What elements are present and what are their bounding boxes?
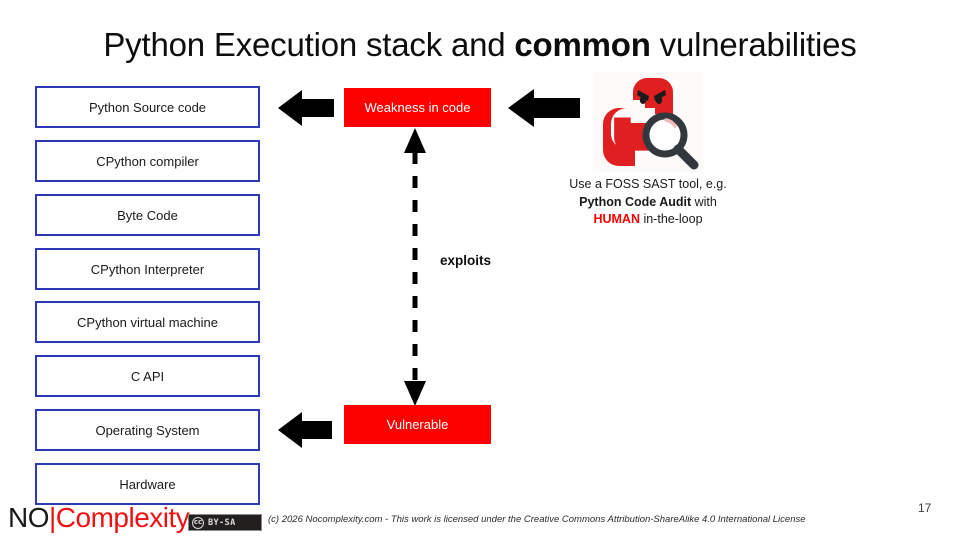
recommendation-human: HUMAN [593,212,640,226]
title-text-leading: Python Execution stack and [103,26,515,63]
stack-box-label: CPython Interpreter [90,261,205,277]
stack-box-label: Python Source code [88,99,207,115]
creative-commons-by-sa-badge: cc BY-SA [188,514,262,531]
recommendation-in-the-loop: in-the-loop [639,212,703,226]
title-text-emphasis: common [514,26,651,63]
recommendation-with: with [691,194,717,209]
vulnerable-box: Vulnerable [344,405,491,444]
stack-box-cpython-interpreter: CPython Interpreter [35,248,260,290]
arrow-left-to-source-code-icon [278,90,334,126]
angry-python-magnifier-icon [593,72,703,172]
cc-license-text: BY-SA [208,517,236,528]
stack-box-cpython-virtual-machine: CPython virtual machine [35,301,260,343]
stack-box-python-source-code: Python Source code [35,86,260,128]
weakness-in-code-label: Weakness in code [364,100,471,115]
title-text-trailing: vulnerabilities [650,26,857,63]
stack-box-label: C API [130,368,165,384]
stack-box-label: Hardware [119,476,176,492]
stack-box-cpython-compiler: CPython compiler [35,140,260,182]
stack-box-label: Byte Code [117,207,178,223]
cc-mark-icon: cc [192,516,204,529]
exploits-label: exploits [440,253,492,268]
sast-recommendation-text: Use a FOSS SAST tool, e.g. Python Code A… [548,176,748,229]
arrow-left-to-operating-system-icon [278,412,332,448]
recommendation-tool-name: Python Code Audit [579,194,692,209]
weakness-in-code-box: Weakness in code [344,88,491,127]
logo-text-no: NO [8,502,50,533]
recommendation-line-1: Use a FOSS SAST tool, e.g. [569,177,727,191]
page-title: Python Execution stack and common vulner… [0,24,960,66]
nocomplexity-logo: NO|Complexity [8,502,190,533]
stack-box-hardware: Hardware [35,463,260,505]
stack-box-label: CPython virtual machine [77,314,218,330]
page-number: 17 [918,501,932,515]
stack-box-byte-code: Byte Code [35,194,260,236]
vulnerable-label: Vulnerable [386,417,449,432]
stack-box-label: Operating System [95,422,200,438]
exploits-dashed-arrow-icon [404,128,426,406]
stack-box-operating-system: Operating System [35,409,260,451]
logo-text-bar: | [49,502,56,533]
license-notice: (c) 2026 Nocomplexity.com - This work is… [268,514,806,525]
arrow-left-to-weakness-icon [508,89,580,127]
logo-text-complexity: Complexity [55,502,190,533]
stack-box-c-api: C API [35,355,260,397]
stack-box-label: CPython compiler [96,153,199,169]
